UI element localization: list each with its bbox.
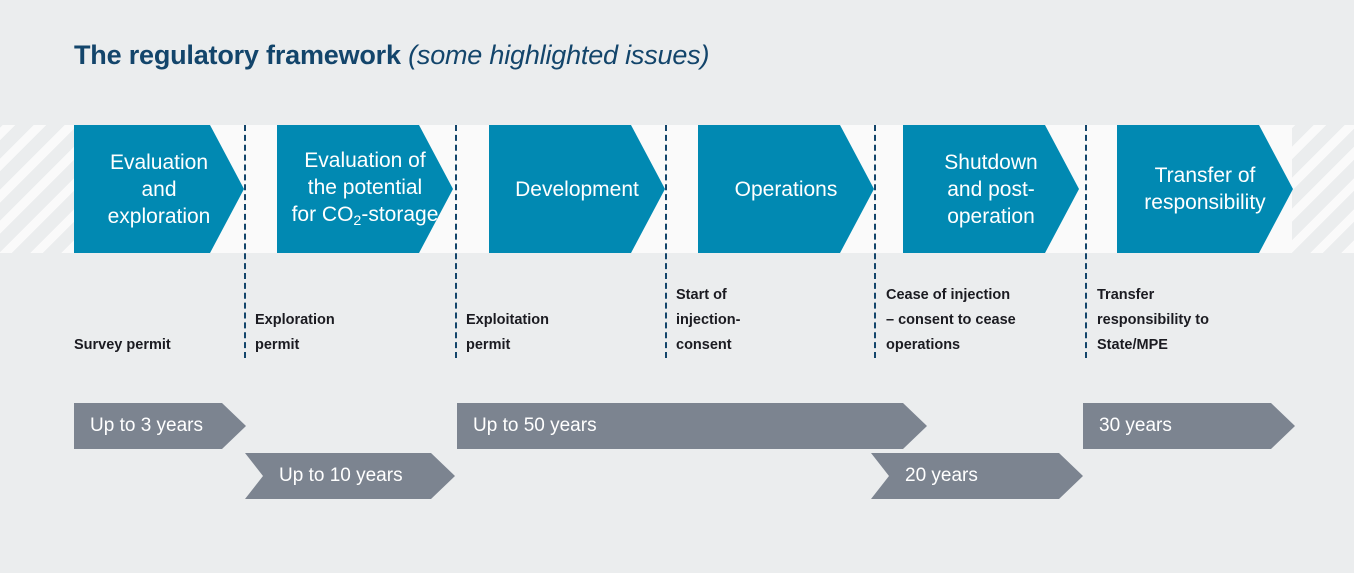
phase-band-plate [74, 125, 1292, 253]
phase-separator-5 [1085, 125, 1087, 358]
co2-subscript: 2 [353, 212, 362, 229]
phase-arrow-development[interactable]: Development [489, 125, 665, 253]
hatch-pattern-right [1292, 125, 1354, 253]
page-title-main: The regulatory framework [74, 40, 409, 70]
milestone-note-survey-permit: Survey permit [74, 337, 171, 353]
phase-arrow-label: Operations [734, 177, 838, 201]
duration-arrow-label: 20 years [905, 465, 978, 486]
duration-arrow-label: Up to 50 years [473, 415, 597, 436]
hatch-pattern-left [0, 125, 74, 253]
duration-arrow-label: 30 years [1099, 415, 1172, 436]
phase-separator-4 [874, 125, 876, 358]
phase-arrow-label: Development [515, 177, 639, 201]
phase-arrow-operations[interactable]: Operations [698, 125, 874, 253]
phase-separator-3 [665, 125, 667, 358]
page-title: The regulatory framework (some highlight… [74, 40, 709, 71]
duration-arrow-label: Up to 3 years [90, 415, 203, 436]
duration-arrow-up-to-3-years[interactable]: Up to 3 years [74, 403, 246, 449]
duration-arrow-up-to-10-years[interactable]: Up to 10 years [245, 453, 455, 499]
duration-arrow-up-to-50-years[interactable]: Up to 50 years [457, 403, 927, 449]
duration-arrow-20-years[interactable]: 20 years [871, 453, 1083, 499]
page-title-subtitle: (some highlighted issues) [408, 40, 710, 70]
phase-separator-2 [455, 125, 457, 358]
duration-arrow-30-years[interactable]: 30 years [1083, 403, 1295, 449]
duration-arrow-label: Up to 10 years [279, 465, 403, 486]
phase-separator-1 [244, 125, 246, 358]
